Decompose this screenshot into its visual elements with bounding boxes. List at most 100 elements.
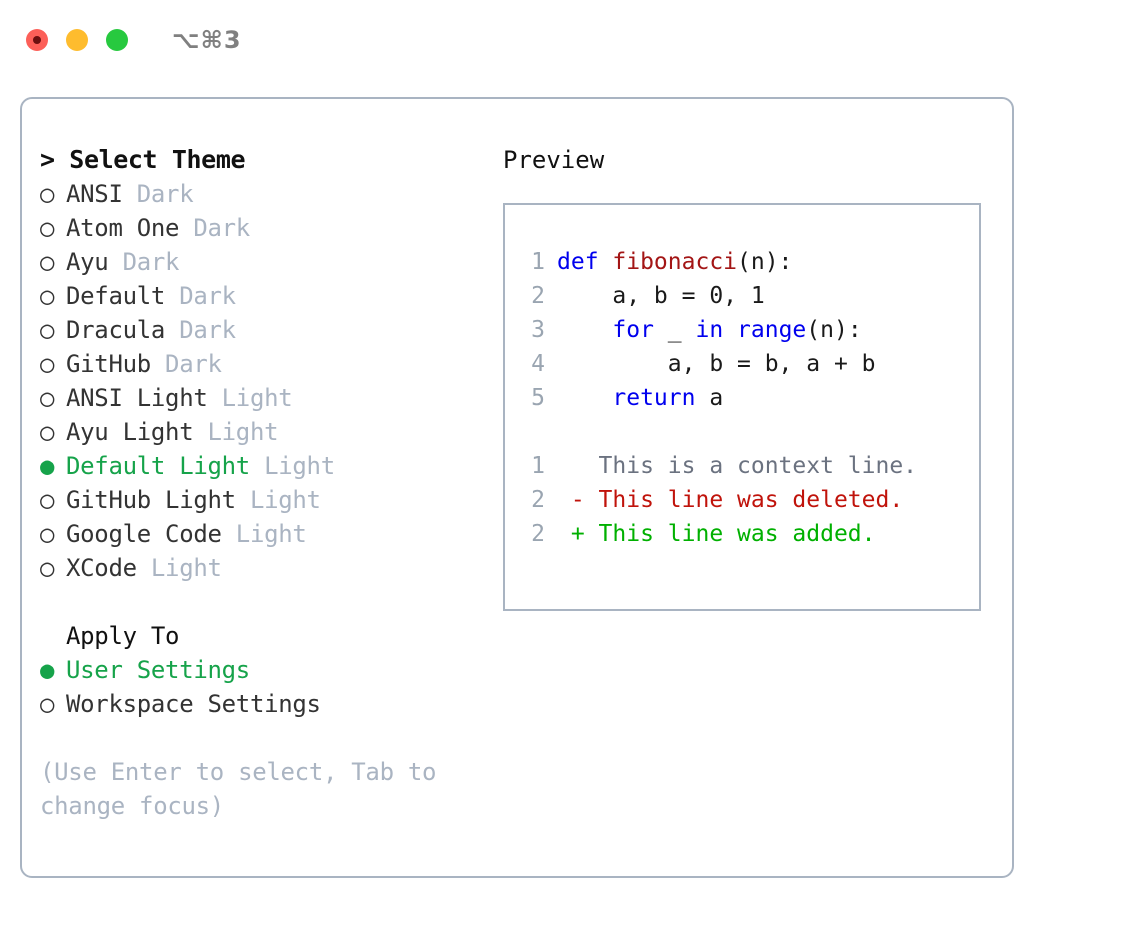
diff-line-text: + This line was added. <box>557 521 876 547</box>
minimize-button[interactable] <box>66 29 88 51</box>
theme-option-xcode[interactable]: ○ XCode Light <box>40 551 490 585</box>
theme-option-default-light[interactable]: ● Default Light Light <box>40 449 490 483</box>
code-token: a, b = b, a + b <box>557 351 876 377</box>
theme-variant-tag: Dark <box>165 350 222 378</box>
radio-unselected-icon: ○ <box>40 554 55 582</box>
apply-to-option-label: User Settings <box>66 656 250 684</box>
radio-unselected-icon: ○ <box>40 214 55 242</box>
code-token: _ <box>653 317 696 343</box>
line-number: 2 <box>531 487 545 513</box>
theme-option-label: ANSI Light <box>66 384 222 412</box>
diff-line-text: This is a context line. <box>557 453 918 479</box>
code-token: a <box>695 385 724 411</box>
theme-option-label: Google Code <box>66 520 236 548</box>
radio-unselected-icon: ○ <box>40 690 55 718</box>
theme-option-label: Default <box>66 282 180 310</box>
apply-to-list[interactable]: ● User Settings ○ Workspace Settings <box>40 653 490 721</box>
code-token <box>723 317 737 343</box>
code-line: 5 return a <box>519 381 917 415</box>
radio-selected-icon: ● <box>40 452 55 480</box>
theme-option-label: Dracula <box>66 316 180 344</box>
theme-option-google-code[interactable]: ○ Google Code Light <box>40 517 490 551</box>
theme-option-label: ANSI <box>66 180 137 208</box>
code-token: a, b = 0, 1 <box>557 283 765 309</box>
radio-unselected-icon: ○ <box>40 486 55 514</box>
radio-unselected-icon: ○ <box>40 520 55 548</box>
theme-variant-tag: Dark <box>179 282 236 310</box>
theme-variant-tag: Dark <box>179 316 236 344</box>
code-token: (n): <box>806 317 862 343</box>
apply-to-option-workspace-settings[interactable]: ○ Workspace Settings <box>40 687 490 721</box>
theme-variant-tag: Light <box>235 520 307 548</box>
radio-selected-icon: ● <box>40 656 55 684</box>
theme-variant-tag: Dark <box>136 180 194 208</box>
spacer <box>40 585 490 619</box>
theme-selector-column: > Select Theme ○ANSI Dark○Atom One Dark○… <box>40 143 490 823</box>
code-token: return <box>612 385 696 411</box>
theme-option-label: Atom One <box>66 214 194 242</box>
theme-variant-tag: Light <box>264 452 335 480</box>
theme-option-ayu[interactable]: ○Ayu Dark <box>40 245 490 279</box>
code-blank-line <box>519 415 917 449</box>
code-line: 3 for _ in range(n): <box>519 313 917 347</box>
code-token <box>557 385 612 411</box>
theme-variant-tag: Dark <box>193 214 250 242</box>
theme-option-ayu-light[interactable]: ○ Ayu Light Light <box>40 415 490 449</box>
dialog-panel: > Select Theme ○ANSI Dark○Atom One Dark○… <box>20 97 1014 878</box>
diff-line-text: - This line was deleted. <box>557 487 904 513</box>
theme-variant-tag: Dark <box>122 248 180 276</box>
theme-option-github-light[interactable]: ○ GitHub Light Light <box>40 483 490 517</box>
theme-list[interactable]: ○ANSI Dark○Atom One Dark○Ayu Dark○Defaul… <box>40 177 490 585</box>
keyboard-shortcut-label: ⌥⌘3 <box>172 26 242 54</box>
theme-option-dracula[interactable]: ○Dracula Dark <box>40 313 490 347</box>
line-number: 1 <box>531 453 545 479</box>
theme-variant-tag: Light <box>150 554 222 582</box>
line-number: 2 <box>531 283 545 309</box>
page-title: > Select Theme <box>40 145 246 174</box>
maximize-button[interactable] <box>106 29 128 51</box>
theme-option-label: Ayu <box>66 248 123 276</box>
apply-to-title: Apply To <box>66 622 180 650</box>
line-number: 4 <box>531 351 545 377</box>
keyboard-hint: (Use Enter to select, Tab to change focu… <box>40 758 451 820</box>
theme-variant-tag: Light <box>249 486 321 514</box>
code-token: in <box>695 317 724 343</box>
theme-option-ansi-light[interactable]: ○ ANSI Light Light <box>40 381 490 415</box>
theme-variant-tag: Light <box>207 418 279 446</box>
theme-option-default[interactable]: ○ Default Dark <box>40 279 490 313</box>
line-number: 5 <box>531 385 545 411</box>
theme-option-label: Ayu Light <box>66 418 208 446</box>
radio-unselected-icon: ○ <box>40 350 55 378</box>
code-token: fibonacci <box>612 249 738 275</box>
theme-variant-tag: Light <box>221 384 293 412</box>
diff-line: 1 This is a context line. <box>519 449 917 483</box>
line-number: 1 <box>531 249 545 275</box>
title-bar: ⌥⌘3 <box>0 0 1140 80</box>
radio-unselected-icon: ○ <box>40 282 55 310</box>
code-line: 2 a, b = 0, 1 <box>519 279 917 313</box>
radio-unselected-icon: ○ <box>40 180 55 208</box>
theme-option-label: GitHub <box>66 350 166 378</box>
code-token: (n): <box>737 249 793 275</box>
diff-line: 2 + This line was added. <box>519 517 917 551</box>
theme-option-ansi[interactable]: ○ ANSI Dark <box>40 177 490 211</box>
code-line: 4 a, b = b, a + b <box>519 347 917 381</box>
theme-option-label: Default Light <box>66 452 265 480</box>
radio-unselected-icon: ○ <box>40 384 55 412</box>
close-button[interactable] <box>26 29 48 51</box>
line-number: 3 <box>531 317 545 343</box>
theme-option-label: GitHub Light <box>66 486 250 514</box>
radio-unselected-icon: ○ <box>40 418 55 446</box>
theme-option-atom-one[interactable]: ○ Atom One Dark <box>40 211 490 245</box>
apply-to-option-label: Workspace Settings <box>66 690 321 718</box>
theme-option-label: XCode <box>66 554 151 582</box>
preview-title: Preview <box>503 146 605 174</box>
theme-option-github[interactable]: ○ GitHub Dark <box>40 347 490 381</box>
code-token <box>557 317 612 343</box>
apply-to-option-user-settings[interactable]: ● User Settings <box>40 653 490 687</box>
window-controls <box>26 29 128 51</box>
